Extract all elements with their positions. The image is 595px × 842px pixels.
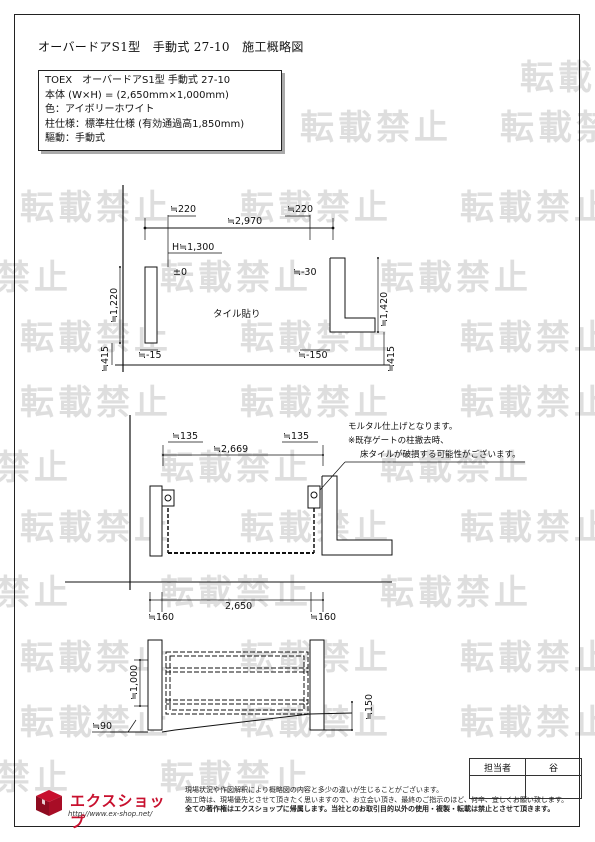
brand-url: http://www.ex-shop.net/	[68, 810, 153, 818]
spec-line-product: TOEX オーバードアS1型 手動式 27-10	[45, 75, 231, 86]
section-note-line-3: 床タイルが破損する可能性がございます。	[360, 449, 521, 460]
drawing-frame	[14, 14, 580, 827]
section-dim-total: ≒2,669	[213, 444, 248, 455]
footer-note-line: 現場状況や作図解釈により概略図の内容と多少の違いが生じることがございます。	[185, 786, 444, 794]
plan-level-left-bottom: ≒-15	[138, 350, 162, 361]
plan-view-labels: ≒220 ≒2,970 ≒220 H≒1,300 ±0 ≒-30 タイル貼り ≒…	[100, 204, 397, 372]
plan-dim-right-offset: ≒220	[287, 204, 313, 215]
document-title: オーバードアS1型 手動式 27-10 施工概略図	[38, 40, 304, 54]
stamp-name: 谷	[525, 758, 582, 776]
plan-dim-total: ≒2,970	[227, 216, 262, 227]
elev-dim-right-post: ≒160	[310, 612, 336, 623]
footer-notes: 現場状況や作図解釈により概略図の内容と多少の違いが生じることがございます。 施工…	[185, 786, 568, 815]
spec-line-drive: 驅動：手動式	[45, 133, 105, 145]
section-dim-right-offset: ≒135	[283, 431, 309, 442]
section-note-line-2: ※既存ゲートの柱撤去時、	[348, 435, 449, 446]
elev-dim-gap-left: ≒90	[92, 721, 112, 732]
plan-dim-h: H≒1,300	[172, 242, 214, 253]
stamp-label: 担当者	[469, 758, 526, 776]
footer-note-line: 施工時は、現場優先とさせて頂きたく思いますので、お立会い頂き、最終のご指示のほど…	[185, 795, 569, 804]
section-dim-left-offset: ≒135	[172, 431, 198, 442]
plan-floor-label: タイル貼り	[213, 308, 261, 320]
spec-line-color: 色：アイボリーホワイト	[45, 104, 155, 116]
elev-dim-height: ≒1,000	[129, 665, 140, 700]
stamp-table: 担当者 谷	[469, 758, 582, 799]
elev-dim-left-post: ≒160	[148, 612, 174, 623]
plan-dim-left-base: ≒415	[100, 346, 111, 372]
spec-line-size: 本体 (W×H) = (2,650mm×1,000mm)	[45, 89, 229, 101]
plan-dim-right-base: ≒415	[386, 346, 397, 372]
plan-dim-left-offset: ≒220	[170, 204, 196, 215]
box-icon	[36, 790, 62, 816]
section-view-labels: ≒135 ≒2,669 ≒135 モルタル仕上げとなります。 ※既存ゲートの柱撤…	[148, 421, 521, 623]
plan-dim-right-height: ≒1,420	[379, 292, 390, 327]
elevation-view-labels: ≒1,000 ≒90 ≒150	[92, 665, 375, 732]
spec-line-post: 柱仕様：標準柱仕様 (有効通過高1,850mm)	[45, 118, 245, 130]
brand-name: エクスショップ	[70, 792, 166, 831]
elevation-view	[92, 639, 353, 733]
plan-level-right-top: ≒-30	[293, 267, 317, 278]
stamp-blank-cell	[525, 775, 582, 799]
section-view	[65, 415, 525, 612]
plan-dim-left-height: ≒1,220	[109, 288, 120, 323]
elev-dim-width: 2,650	[225, 601, 252, 612]
footer-note-copyright: 全ての著作権はエクスショップに帰属します。当社とのお取引目的以外の使用・複製・転…	[185, 805, 555, 813]
elev-dim-gap-right: ≒150	[364, 694, 375, 720]
plan-level-zero: ±0	[173, 267, 187, 278]
plan-view	[111, 185, 390, 372]
section-note-line-1: モルタル仕上げとなります。	[348, 421, 457, 432]
brand-logo: エクスショップ http://www.ex-shop.net/	[34, 786, 174, 831]
plan-level-right-bottom: ≒-150	[298, 350, 328, 361]
footer: エクスショップ http://www.ex-shop.net/ 現場状況や作図解…	[30, 784, 568, 831]
spec-box: TOEX オーバードアS1型 手動式 27-10 本体 (W×H) = (2,6…	[38, 70, 282, 151]
